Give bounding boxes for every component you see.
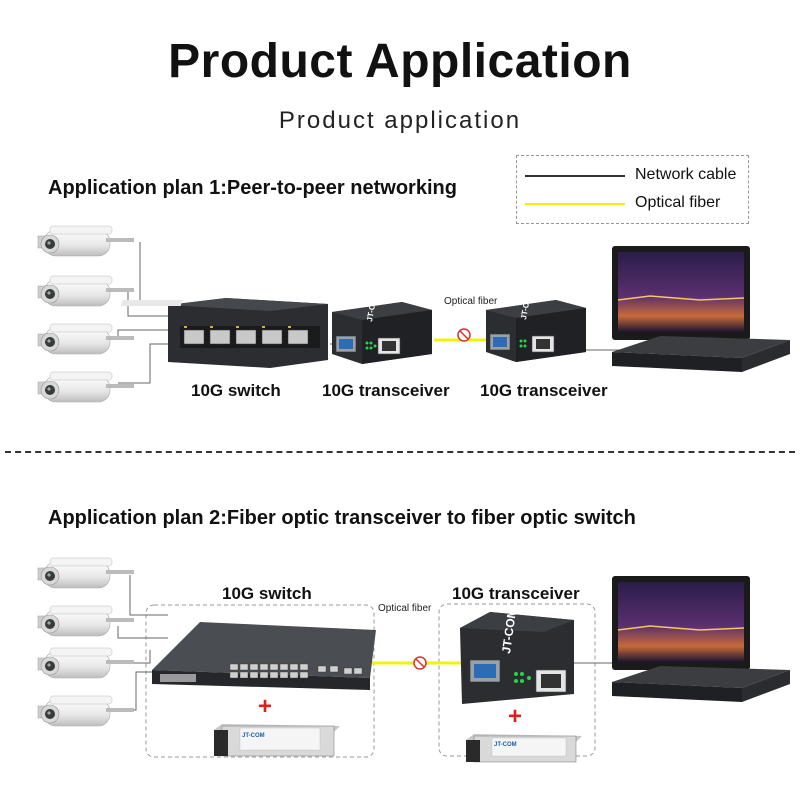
ip-camera-icon [37, 323, 135, 355]
no-signal-icon [457, 328, 471, 342]
nvr-recorder-icon [612, 666, 790, 702]
plan2-title: Application plan 2:Fiber optic transceiv… [48, 507, 636, 529]
plan1-transceiver-b-label: 10G transceiver [480, 381, 608, 400]
plan2-switch-label: 10G switch [222, 584, 312, 603]
section-divider [5, 451, 795, 453]
ip-camera-icon [37, 695, 135, 727]
media-converter-icon: JT-COM [460, 608, 574, 704]
ip-camera-icon [37, 225, 135, 257]
sfp-module-icon: JT-COM [214, 724, 340, 757]
ip-camera-icon [37, 275, 135, 307]
plan1-title: Application plan 1:Peer-to-peer networki… [48, 177, 457, 199]
media-converter-icon: JT-COM [332, 291, 432, 364]
ip-camera-icon [37, 605, 135, 637]
sfp-module-icon: JT-COM [466, 734, 582, 763]
legend-item-optical-fiber: Optical fiber [525, 194, 750, 214]
sfp-brand: JT-COM [494, 742, 517, 748]
plan2-plus-sign-transceiver: + [508, 703, 523, 730]
no-signal-icon [413, 656, 427, 670]
legend-label: Optical fiber [635, 194, 721, 211]
plan2-transceiver-group-box [438, 603, 596, 757]
plan2-transceiver-label: 10G transceiver [452, 584, 580, 603]
legend-item-network-cable: Network cable [525, 166, 750, 186]
ip-camera-icon [37, 371, 135, 403]
network-switch-icon [152, 622, 376, 690]
plan1-fiber-label: Optical fiber [444, 296, 498, 307]
optical-fiber-swatch [525, 203, 625, 205]
media-converter-icon: JT-COM [486, 289, 586, 362]
monitor-icon [612, 576, 750, 678]
page-subtitle: Product application [278, 107, 522, 134]
legend-label: Network cable [635, 166, 737, 183]
page-title: Product Application [168, 35, 632, 88]
plan1-transceiver-a-label: 10G transceiver [322, 381, 450, 400]
plan1-cameras [37, 225, 135, 403]
plan2-cameras [37, 557, 135, 727]
plan2-fiber-label: Optical fiber [378, 603, 432, 614]
ip-camera-icon [37, 647, 135, 679]
legend: Network cable Optical fiber [516, 155, 749, 224]
network-switch-icon [120, 298, 328, 368]
plan1-switch-label: 10G switch [191, 381, 281, 400]
brand-label: JT-COM [499, 608, 519, 655]
plan2-plus-sign-switch: + [258, 693, 273, 720]
network-cable-swatch [525, 175, 625, 177]
nvr-recorder-icon [612, 336, 790, 372]
ip-camera-icon [37, 557, 135, 589]
plan2-switch-group-box [145, 604, 375, 758]
sfp-brand: JT-COM [242, 733, 265, 739]
monitor-icon [612, 246, 750, 348]
